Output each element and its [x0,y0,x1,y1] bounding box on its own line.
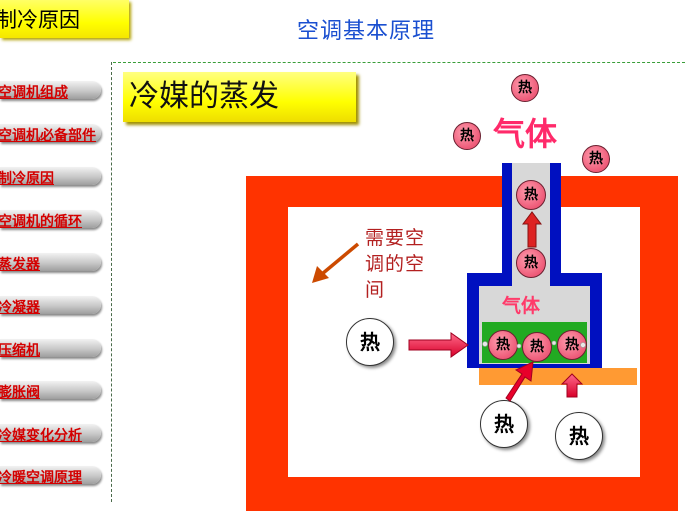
bubble-icon [482,340,586,349]
heat-flow-arrow-up-icon [560,373,584,398]
sidebar-item-label[interactable]: 蒸发器 [0,257,40,273]
sidebar-item-label[interactable]: 空调机组成 [0,85,68,101]
sidebar-item-label[interactable]: 冷凝器 [0,300,40,316]
heat-molecule: 热 [582,145,610,173]
heat-source-left: 热 [346,318,394,366]
sidebar-item-evaporator[interactable]: 蒸发器 [0,253,101,273]
page-title: 空调基本原理 [297,19,436,44]
heat-molecule: 热 [488,330,518,360]
sidebar-item-label[interactable]: 空调机的循环 [0,214,82,230]
sidebar-item-expansion-valve[interactable]: 膨胀阀 [0,381,101,401]
heat-molecule: 热 [516,180,546,210]
sidebar-item-required-parts[interactable]: 空调机必备部件 [0,124,101,144]
sidebar-item-label[interactable]: 制冷原因 [0,171,54,187]
sidebar-item-label[interactable]: 压缩机 [0,343,40,359]
sidebar-item-label[interactable]: 冷暖空调原理 [0,470,82,486]
sidebar-item-composition[interactable]: 空调机组成 [0,81,101,101]
frame-top-divider [113,62,685,63]
sidebar-item-condenser[interactable]: 冷凝器 [0,296,101,316]
heat-molecule: 热 [522,332,552,362]
sidebar-item-heat-pump[interactable]: 冷暖空调原理 [0,466,101,486]
heat-flow-arrow-left-icon [408,332,469,358]
heat-flow-arrow-diagonal-icon [505,361,534,402]
sidebar-item-cooling-cause[interactable]: 制冷原因 [0,167,101,187]
sidebar-item-label[interactable]: 膨胀阀 [0,385,40,401]
sidebar-item-cycle[interactable]: 空调机的循环 [0,210,101,230]
top-label: 制冷原因 [0,0,129,38]
heat-molecule: 热 [453,122,481,150]
heat-molecule: 热 [516,248,546,278]
heat-source-bottom-left: 热 [480,400,528,448]
frame-left-divider [111,62,112,502]
sidebar-item-refrigerant-analysis[interactable]: 冷媒变化分析 [0,424,101,444]
rise-arrow-icon [522,211,542,248]
room-pointer-arrow-icon [312,242,360,283]
sidebar-item-label[interactable]: 空调机必备部件 [0,128,96,144]
gas-label-inner: 气体 [502,295,541,317]
heat-source-bottom-right: 热 [555,412,603,460]
sidebar-item-label[interactable]: 冷媒变化分析 [0,428,82,444]
heat-molecule: 热 [511,74,539,102]
section-title: 冷媒的蒸发 [123,72,356,122]
gas-label-top: 气体 [493,115,558,153]
room-note: 需要空调的空间 [365,227,426,301]
sidebar-item-compressor[interactable]: 压缩机 [0,339,101,359]
